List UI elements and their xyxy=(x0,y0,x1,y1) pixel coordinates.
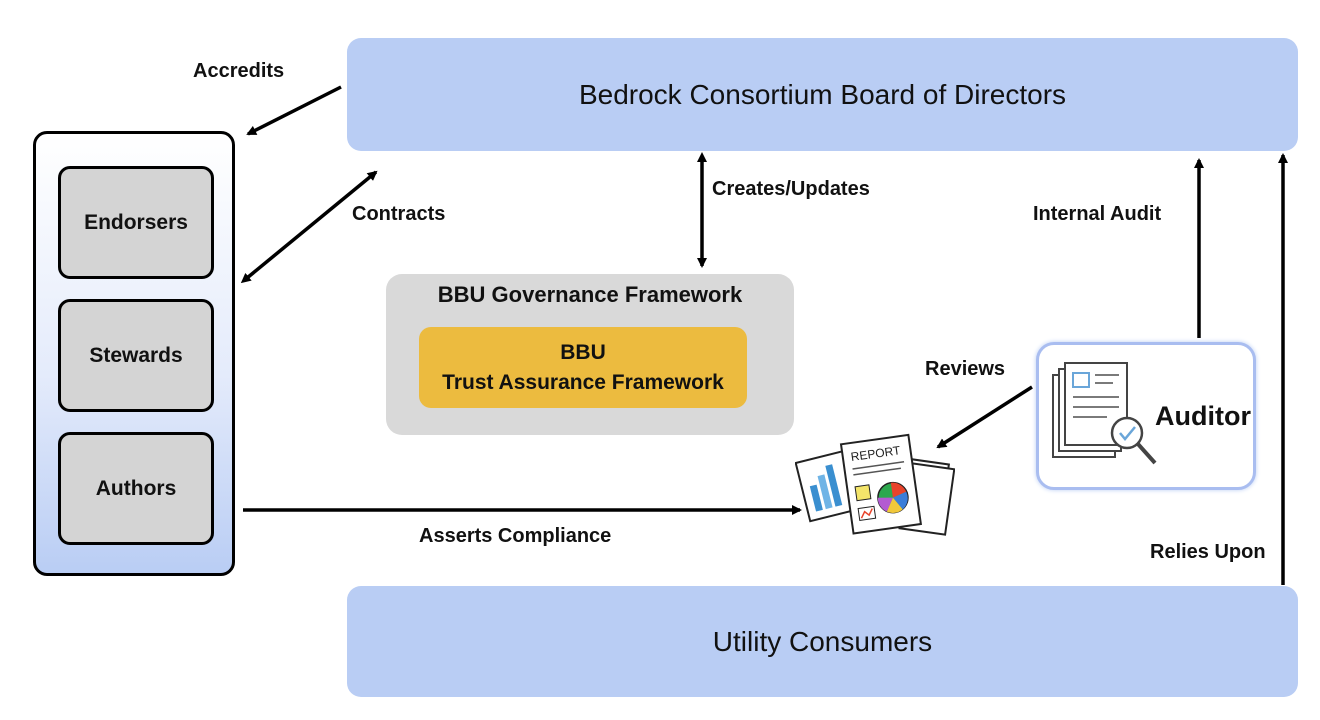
taf-line2: Trust Assurance Framework xyxy=(442,370,724,394)
report-icon: REPORT xyxy=(795,433,955,536)
contracts-label: Contracts xyxy=(352,203,446,225)
consumers-label: Utility Consumers xyxy=(712,625,933,657)
role-authors: Authors xyxy=(58,432,214,545)
role-stewards-label: Stewards xyxy=(89,343,183,367)
relies-upon-label: Relies Upon xyxy=(1150,541,1266,563)
reviews-label: Reviews xyxy=(925,358,1006,380)
reviews-arrow xyxy=(936,385,1033,449)
roles-group: Endorsers Stewards Authors xyxy=(33,131,235,576)
utility-consumers-box: Utility Consumers xyxy=(347,586,1298,697)
governance-framework-box: BBU Governance Framework BBU Trust Assur… xyxy=(386,274,794,435)
accredits-arrow xyxy=(246,85,342,136)
role-stewards: Stewards xyxy=(58,299,214,412)
asserts-compliance-label: Asserts Compliance xyxy=(419,525,612,547)
role-authors-label: Authors xyxy=(95,476,177,500)
trust-assurance-framework-box: BBU Trust Assurance Framework xyxy=(419,327,747,408)
creates-updates-label: Creates/Updates xyxy=(712,178,870,200)
governance-framework-title: BBU Governance Framework xyxy=(437,282,743,307)
contracts-arrow xyxy=(240,170,378,284)
board-label: Bedrock Consortium Board of Directors xyxy=(578,78,1067,110)
auditor-box: Auditor xyxy=(1036,342,1256,490)
role-endorsers: Endorsers xyxy=(58,166,214,279)
taf-line1: BBU xyxy=(560,340,606,364)
role-endorsers-label: Endorsers xyxy=(84,210,188,234)
internal-audit-label: Internal Audit xyxy=(1033,203,1162,225)
report-title: REPORT xyxy=(850,443,902,464)
accredits-label: Accredits xyxy=(193,60,285,82)
board-of-directors-box: Bedrock Consortium Board of Directors xyxy=(347,38,1298,151)
auditor-label: Auditor xyxy=(1155,401,1251,431)
audit-document-icon xyxy=(1052,362,1157,465)
